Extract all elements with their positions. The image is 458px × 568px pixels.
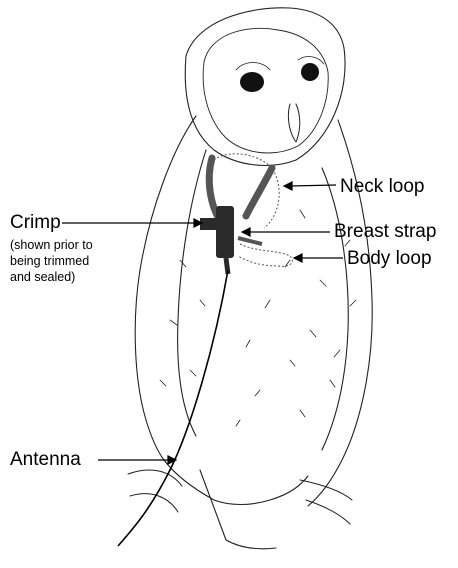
owl-eye-left — [240, 72, 264, 92]
owl-beak — [288, 104, 299, 142]
owl-facial-disc — [203, 28, 328, 153]
owl-eyebrow-right — [298, 57, 324, 64]
antenna-arrowhead — [168, 456, 176, 464]
body-loop-label: Body loop — [347, 249, 432, 268]
harness — [200, 154, 292, 274]
owl-chest-right — [322, 168, 348, 450]
crimp-label: Crimp — [10, 213, 61, 232]
breast-strap-arrowhead — [242, 228, 250, 236]
owl-head-outline — [185, 8, 345, 166]
neck-loop-right — [246, 168, 272, 216]
antenna-wire — [118, 270, 228, 546]
owl-tail — [164, 460, 308, 549]
body-loop-dotted — [238, 244, 292, 266]
crimp-block — [200, 218, 216, 230]
transmitter — [216, 206, 234, 258]
body-loop-strap — [238, 238, 262, 244]
breast-strap-label: Breast strap — [334, 222, 436, 241]
owl-body-left — [135, 116, 196, 460]
owl-feathers — [160, 190, 356, 426]
neck-loop-label: Neck loop — [340, 177, 425, 196]
neck-loop-arrowhead — [284, 182, 292, 190]
crimp-note: (shown prior to being trimmed and sealed… — [10, 237, 93, 285]
owl-wing-left — [178, 150, 206, 436]
body-loop-arrowhead — [294, 254, 302, 262]
owl-eyebrow-left — [236, 63, 270, 71]
branch — [128, 470, 352, 524]
antenna-label: Antenna — [10, 450, 81, 469]
owl-eye-right — [301, 63, 319, 81]
